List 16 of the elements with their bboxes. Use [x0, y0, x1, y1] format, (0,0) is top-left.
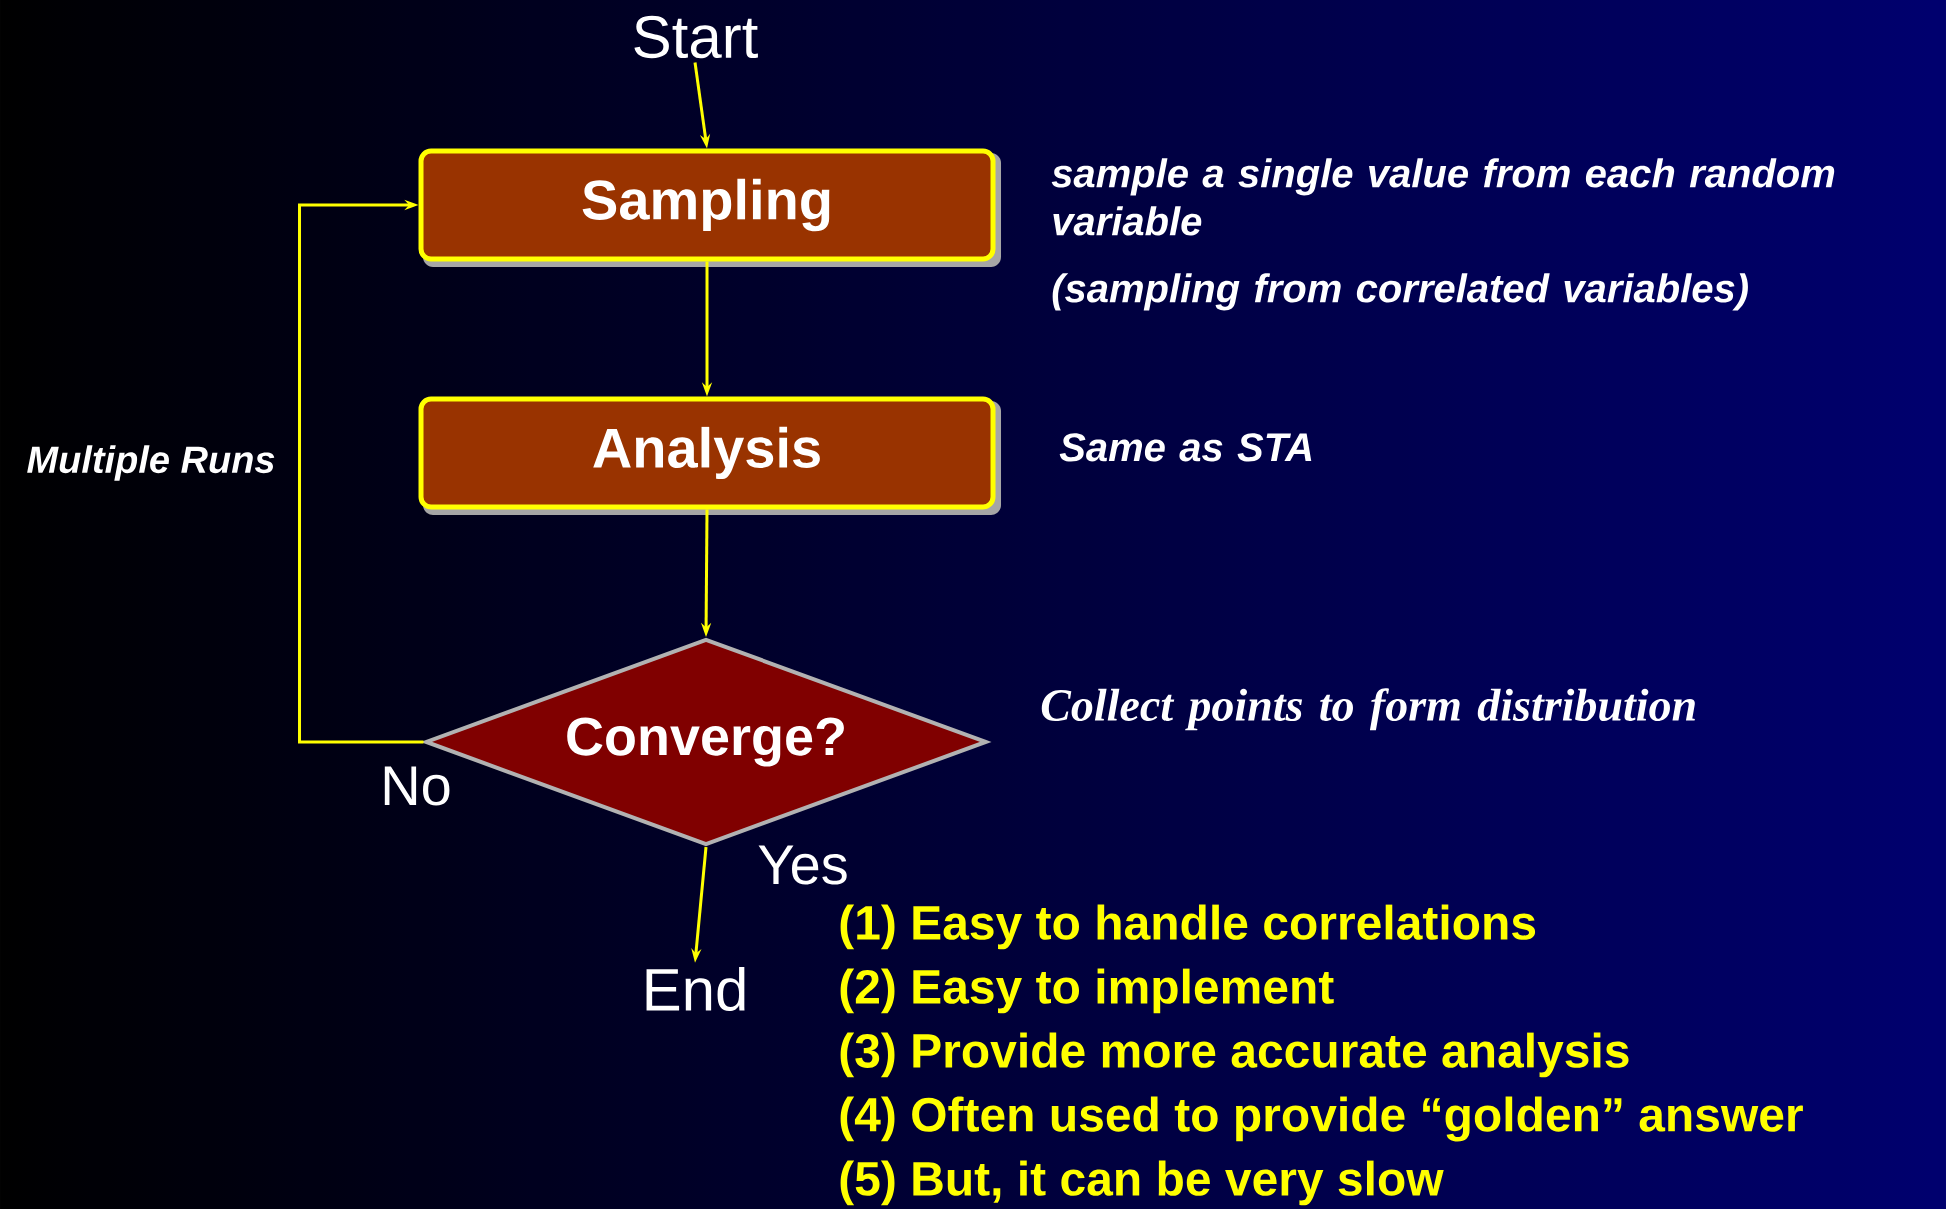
list-item: (5) But, it can be very slow: [840, 1160, 1444, 1206]
terminal-text: End: [646, 966, 745, 1011]
list-item: (1) Easy to handle correlations: [840, 904, 1536, 950]
list-item: (4) Often used to provide “golden” answer: [840, 1096, 1803, 1142]
terminal-text: Start: [634, 15, 758, 59]
note-text: (sampling from correlated variables): [1052, 273, 1748, 311]
edge-label: Yes: [758, 845, 847, 885]
process-box: Analysis: [418, 396, 1001, 515]
note-text: Collect points to form distribution: [1041, 688, 1695, 731]
process-box: Sampling: [418, 148, 1001, 267]
list-item: (2) Easy to implement: [840, 968, 1334, 1014]
note-text: Same as STA: [1059, 433, 1312, 462]
note-text: sample a single value from each random variable: [1051, 158, 1835, 236]
loop-label: Multiple Runs: [27, 445, 275, 481]
arrow: [298, 199, 424, 744]
list-item: (3) Provide more accurate analysis: [840, 1032, 1629, 1078]
